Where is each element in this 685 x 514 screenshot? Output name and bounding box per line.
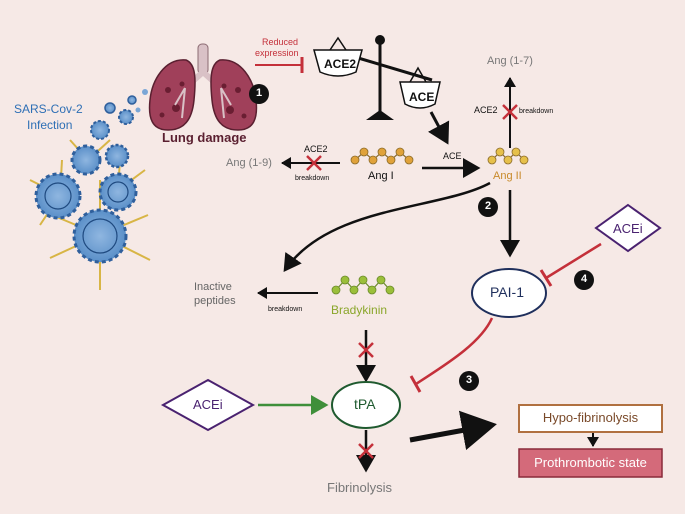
- step-1-circle: [249, 84, 269, 104]
- step-4-number: 4: [580, 273, 588, 285]
- ace2-left-label: ACE2: [304, 144, 328, 154]
- step-4-circle: [574, 270, 594, 290]
- lung-damage-label: Lung damage: [162, 130, 247, 145]
- step-1-number: 1: [255, 87, 263, 99]
- acei-left-diamond: [160, 378, 256, 432]
- bradykinin-chain-icon: [331, 275, 395, 295]
- breakdown-top-label: breakdown: [519, 108, 554, 115]
- tpa-label: tPA: [354, 396, 376, 412]
- virus-label-1: SARS-Cov-2: [14, 102, 83, 116]
- breakdown-bk-label: breakdown: [268, 306, 303, 313]
- acei-top-label: ACEi: [613, 221, 643, 236]
- ang-i-label: Ang I: [368, 170, 394, 182]
- ang-i-chain-icon: [350, 147, 414, 165]
- fibrinolysis-label: Fibrinolysis: [327, 480, 393, 495]
- tpa-ellipse: [331, 381, 401, 429]
- balance-scale-icon: [313, 35, 441, 120]
- breakdown-left-label: breakdown: [295, 175, 330, 182]
- ang19-label: Ang (1-9): [226, 157, 272, 169]
- lung-icon: [148, 43, 258, 131]
- scale-ace-label: ACE: [409, 90, 435, 104]
- ace2-top-label: ACE2: [474, 105, 498, 115]
- acei-top-diamond: [594, 203, 662, 253]
- inactive-label-1: Inactive: [194, 281, 232, 293]
- virus-cluster-icon: [29, 89, 155, 290]
- step-3-number: 3: [465, 374, 473, 386]
- ang17-label: Ang (1-7): [487, 55, 533, 67]
- inactive-label-2: peptides: [194, 295, 236, 307]
- prothrombotic-box: [518, 448, 663, 478]
- pai1-ellipse: [471, 268, 547, 318]
- hypo-label: Hypo-fibrinolysis: [542, 410, 639, 425]
- ang-ii-chain-icon: [487, 147, 529, 165]
- ace-mid-label: ACE: [443, 151, 462, 161]
- step-2-circle: [478, 197, 498, 217]
- ang-ii-label: Ang II: [493, 170, 522, 182]
- step-2-number: 2: [484, 200, 492, 212]
- pai1-label: PAI-1: [490, 284, 524, 300]
- virus-label-2: Infection: [27, 118, 73, 132]
- bradykinin-label: Bradykinin: [331, 303, 388, 317]
- reduced-label-1: Reduced: [262, 37, 299, 47]
- acei-left-label: ACEi: [193, 397, 223, 412]
- scale-ace2-label: ACE2: [324, 57, 357, 71]
- prothrombotic-label: Prothrombotic state: [534, 455, 647, 470]
- step-3-circle: [459, 371, 479, 391]
- hypo-box: [518, 404, 663, 433]
- reduced-label-2: expression: [255, 48, 299, 58]
